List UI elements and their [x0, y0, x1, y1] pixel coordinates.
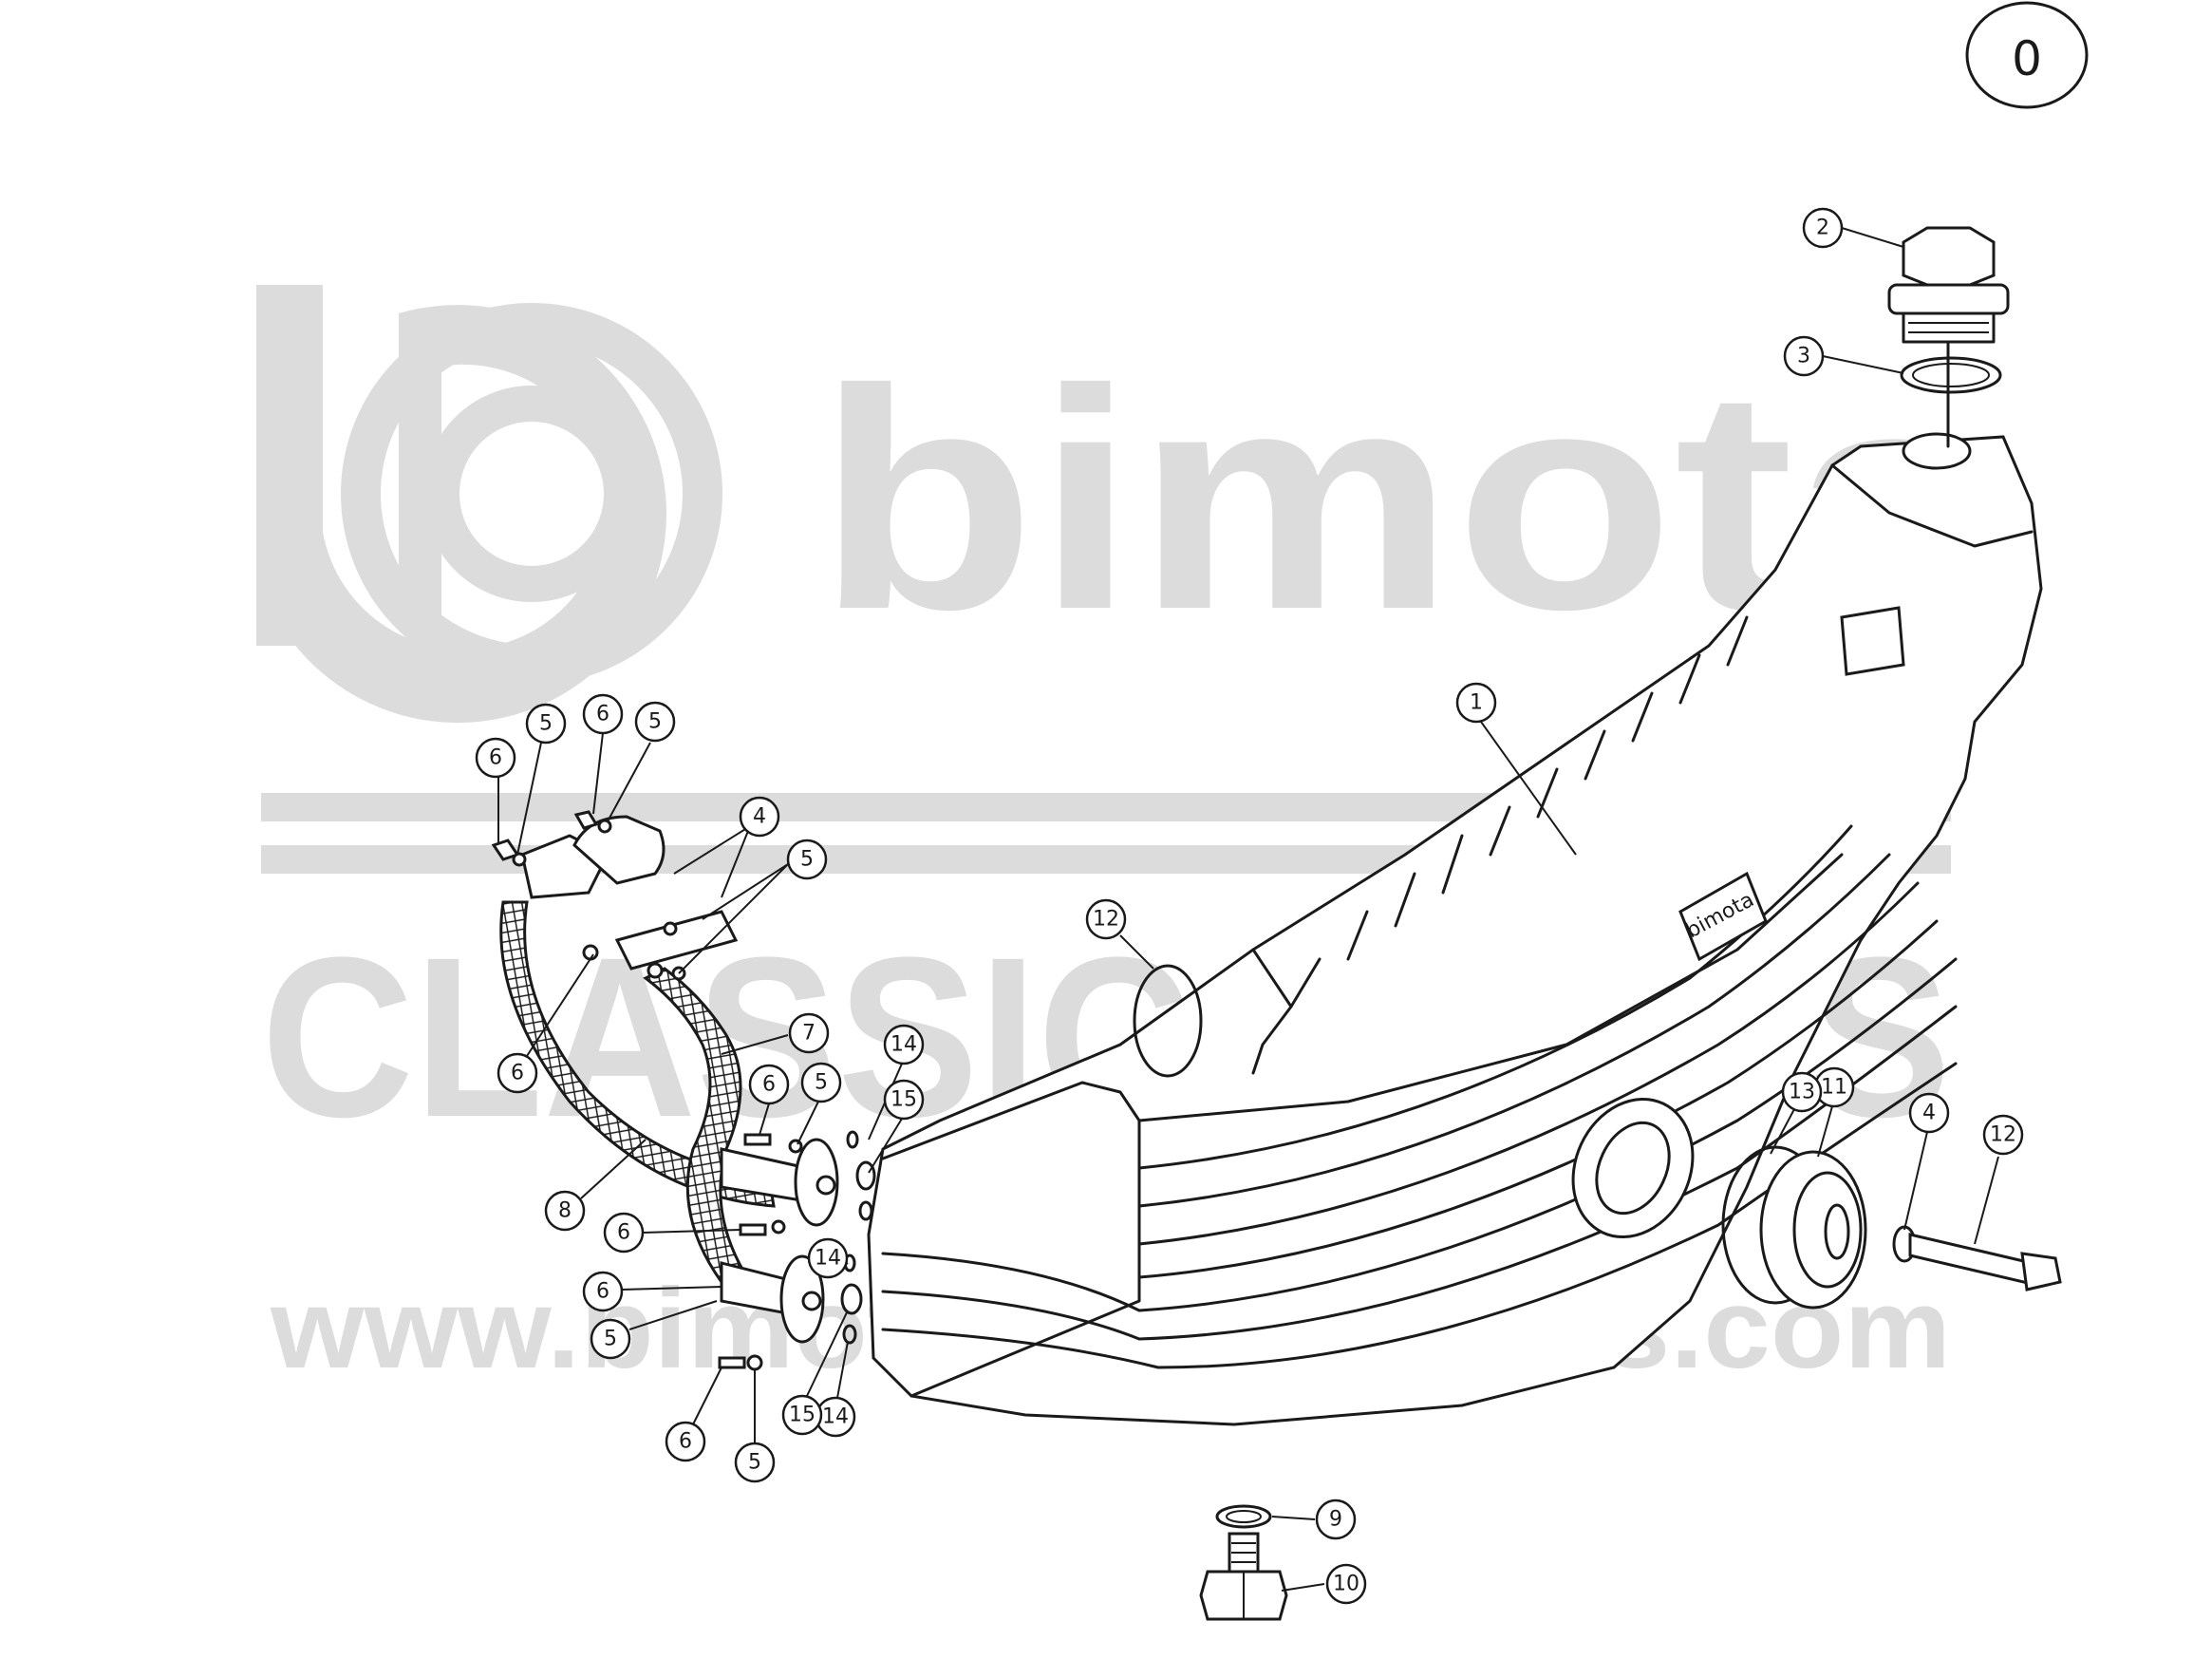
page-number: 0: [2012, 31, 2042, 86]
svg-text:13: 13: [1789, 1081, 1815, 1104]
callout-6d: 6: [748, 1064, 790, 1136]
callout-4b: 4: [1903, 1092, 1950, 1231]
o-ring-12-left: [1133, 964, 1203, 1078]
svg-text:14: 14: [822, 1405, 849, 1429]
svg-text:1: 1: [1470, 691, 1483, 715]
oil-lines: [499, 815, 876, 1345]
callout-5c: 5: [678, 839, 828, 974]
svg-text:5: 5: [604, 1328, 617, 1351]
callout-5f: 5: [734, 1369, 776, 1483]
callout-2: 2: [1802, 207, 1904, 249]
callout-6c: 6: [497, 953, 594, 1094]
svg-text:12: 12: [1990, 1123, 2016, 1147]
callout-6a: 6: [475, 737, 516, 843]
callout-5a: 5: [516, 703, 567, 856]
drain-plug: [1199, 1504, 1288, 1621]
svg-text:6: 6: [596, 1280, 609, 1304]
callout-14b: 14: [807, 1237, 849, 1279]
callout-12b: 12: [1974, 1114, 2024, 1245]
svg-text:4: 4: [753, 805, 766, 829]
svg-text:14: 14: [815, 1247, 841, 1271]
callout-14c: 14: [815, 1341, 856, 1438]
svg-text:6: 6: [679, 1430, 692, 1454]
svg-text:9: 9: [1329, 1508, 1342, 1532]
svg-text:6: 6: [617, 1221, 630, 1245]
svg-text:7: 7: [802, 1022, 815, 1046]
callout-6b: 6: [582, 693, 624, 815]
svg-text:5: 5: [800, 848, 814, 872]
callout-6f: 6: [582, 1271, 722, 1312]
callout-6g: 6: [665, 1367, 722, 1462]
callout-3: 3: [1783, 335, 1904, 377]
callouts: 1 2 3 4 4 5 5 5 5 5 5 6 6 6 6 6 6 6 7 8 …: [475, 207, 2024, 1605]
svg-text:3: 3: [1797, 345, 1810, 368]
svg-text:15: 15: [789, 1404, 815, 1427]
callout-10: 10: [1281, 1563, 1367, 1605]
filler-washer: [1900, 356, 2002, 394]
svg-text:6: 6: [762, 1073, 776, 1097]
filler-cap: [1887, 226, 2010, 448]
callout-5d: 5: [797, 1062, 842, 1145]
callout-5e: 5: [590, 1300, 718, 1360]
svg-text:5: 5: [539, 712, 553, 736]
svg-text:6: 6: [489, 746, 502, 770]
callout-6e: 6: [603, 1212, 741, 1254]
svg-text:11: 11: [1821, 1076, 1847, 1100]
svg-text:2: 2: [1816, 217, 1829, 240]
callout-9: 9: [1271, 1499, 1357, 1540]
svg-text:4: 4: [1922, 1102, 1936, 1125]
callout-7: 7: [721, 1012, 830, 1055]
svg-text:12: 12: [1093, 908, 1119, 932]
svg-text:15: 15: [890, 1088, 917, 1112]
svg-text:5: 5: [815, 1071, 828, 1095]
svg-text:6: 6: [511, 1062, 524, 1085]
callout-5b: 5: [607, 701, 676, 822]
callout-15a: 15: [868, 1079, 925, 1174]
callout-8: 8: [544, 1139, 647, 1232]
svg-text:8: 8: [558, 1199, 572, 1223]
svg-text:5: 5: [748, 1451, 761, 1475]
svg-text:5: 5: [648, 710, 662, 734]
callout-4a: 4: [673, 796, 780, 898]
callout-1: 1: [1455, 682, 1577, 856]
callout-13: 13: [1770, 1071, 1823, 1155]
watermark-logo: [256, 285, 722, 724]
callout-15b: 15: [781, 1310, 849, 1436]
svg-text:10: 10: [1333, 1573, 1359, 1596]
side-cover-parts: [1721, 1145, 2062, 1310]
callout-12a: 12: [1085, 898, 1154, 970]
svg-text:6: 6: [596, 703, 609, 726]
page-number-badge: 0: [1965, 1, 2089, 109]
svg-text:14: 14: [890, 1033, 917, 1057]
